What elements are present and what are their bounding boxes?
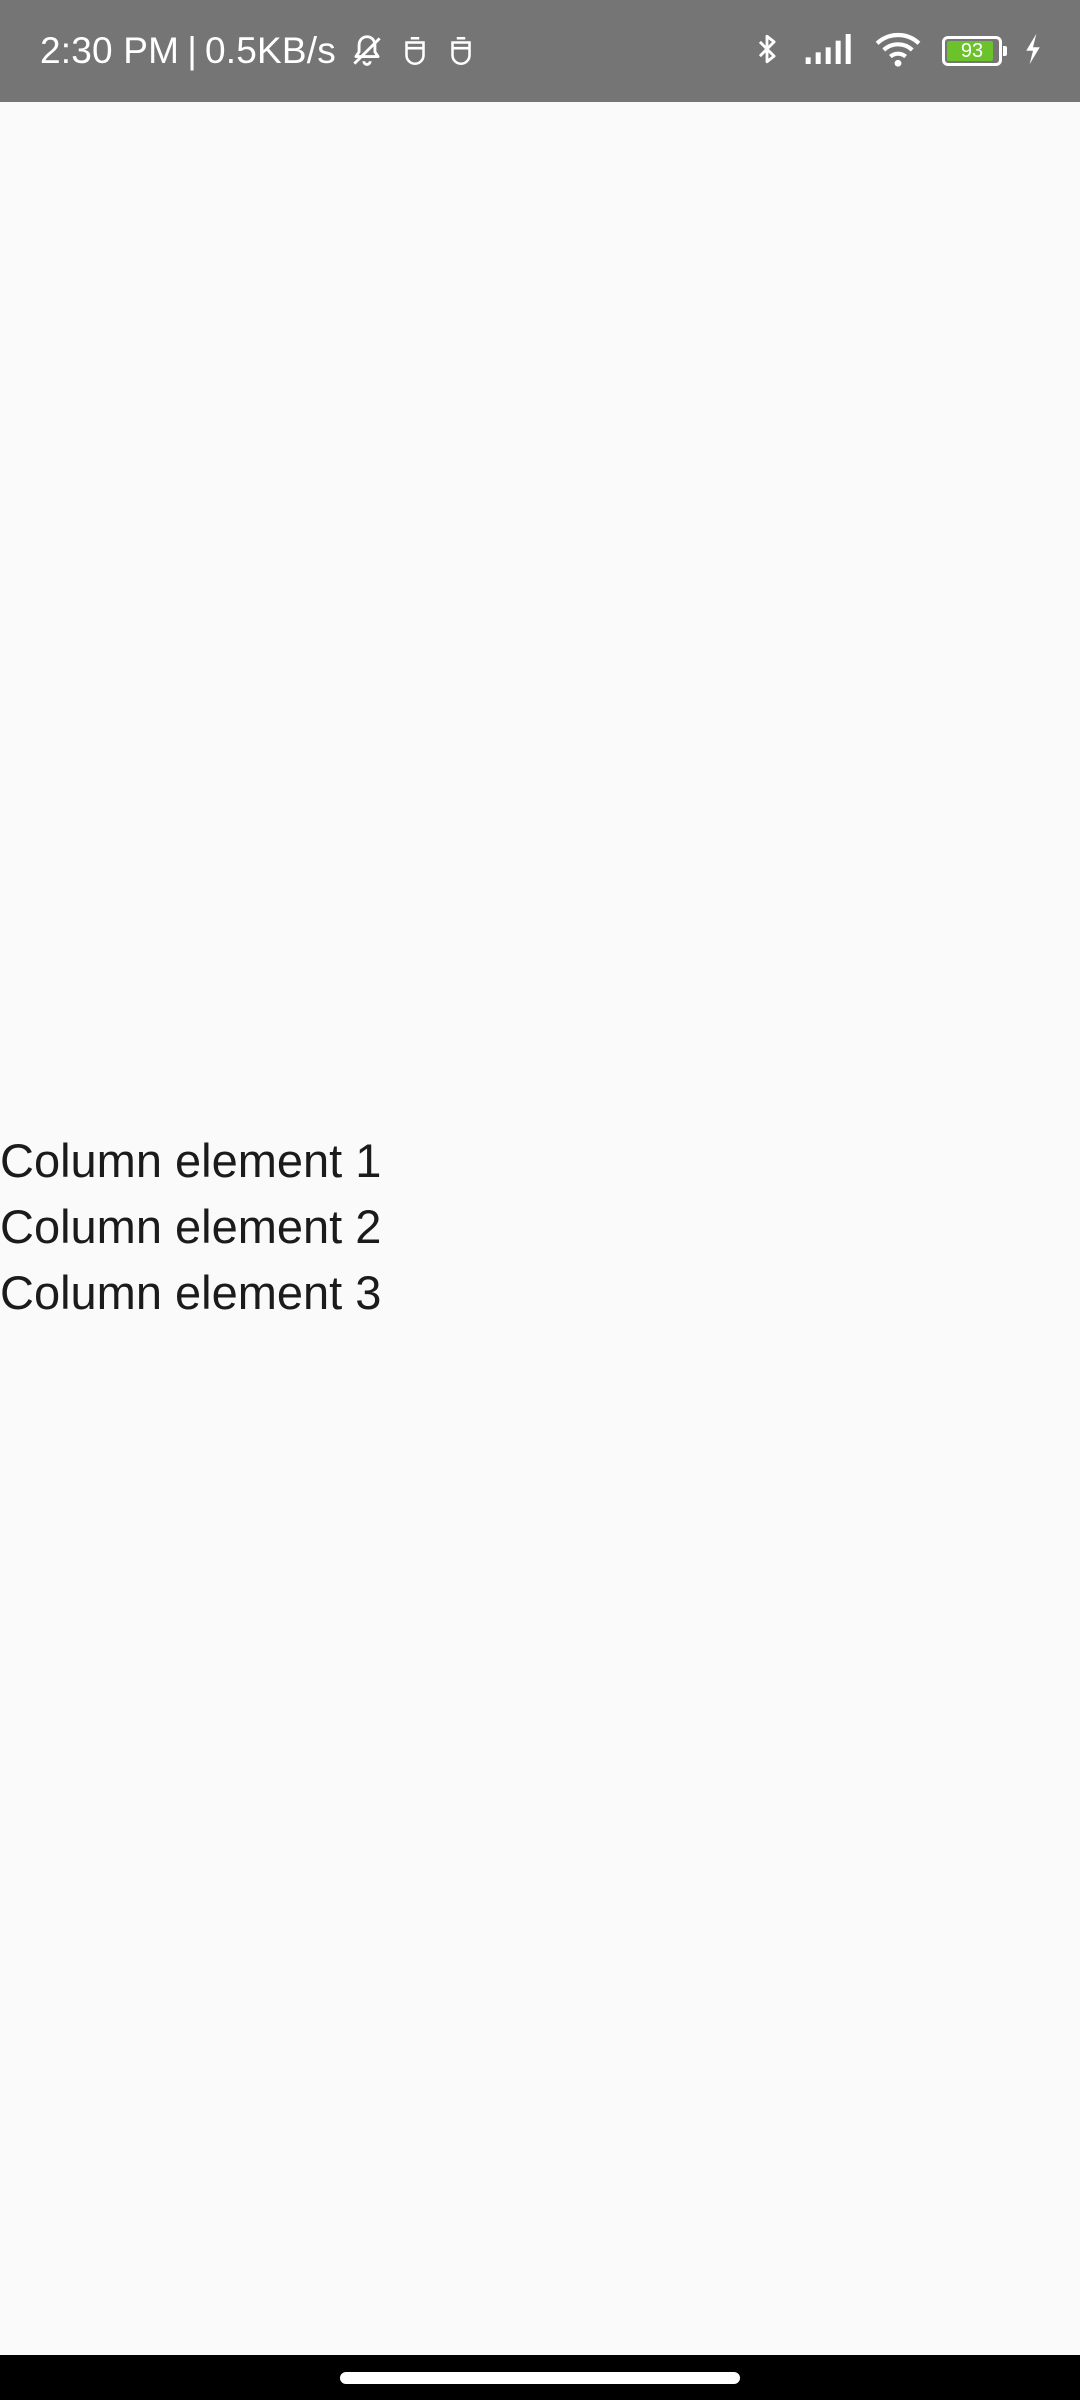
wifi-icon — [874, 30, 922, 73]
column-element-3: Column element 3 — [0, 1266, 382, 1319]
notification-icon — [398, 34, 432, 68]
battery-fill — [947, 41, 994, 61]
bell-muted-icon — [348, 32, 386, 70]
battery-icon: 93 — [942, 36, 1007, 66]
cellular-signal-icon — [804, 32, 854, 71]
column: Column element 1 Column element 2 Column… — [0, 1128, 381, 1326]
battery-level: 93 — [960, 39, 984, 62]
status-bar: 2:30 PM | 0.5KB/s — [0, 0, 1080, 102]
column-element-2: Column element 2 — [0, 1200, 382, 1253]
navigation-bar — [0, 2355, 1080, 2400]
home-indicator[interactable] — [340, 2372, 740, 2384]
status-separator: | — [187, 30, 198, 71]
column-element-1: Column element 1 — [0, 1134, 382, 1187]
network-speed: 0.5KB/s — [205, 30, 336, 71]
notification-icon — [444, 34, 478, 68]
status-right: 93 — [750, 0, 1044, 102]
bluetooth-icon — [750, 30, 784, 73]
status-left: 2:30 PM | 0.5KB/s — [40, 0, 478, 102]
status-time: 2:30 PM — [40, 30, 180, 71]
charging-icon — [1022, 32, 1044, 71]
